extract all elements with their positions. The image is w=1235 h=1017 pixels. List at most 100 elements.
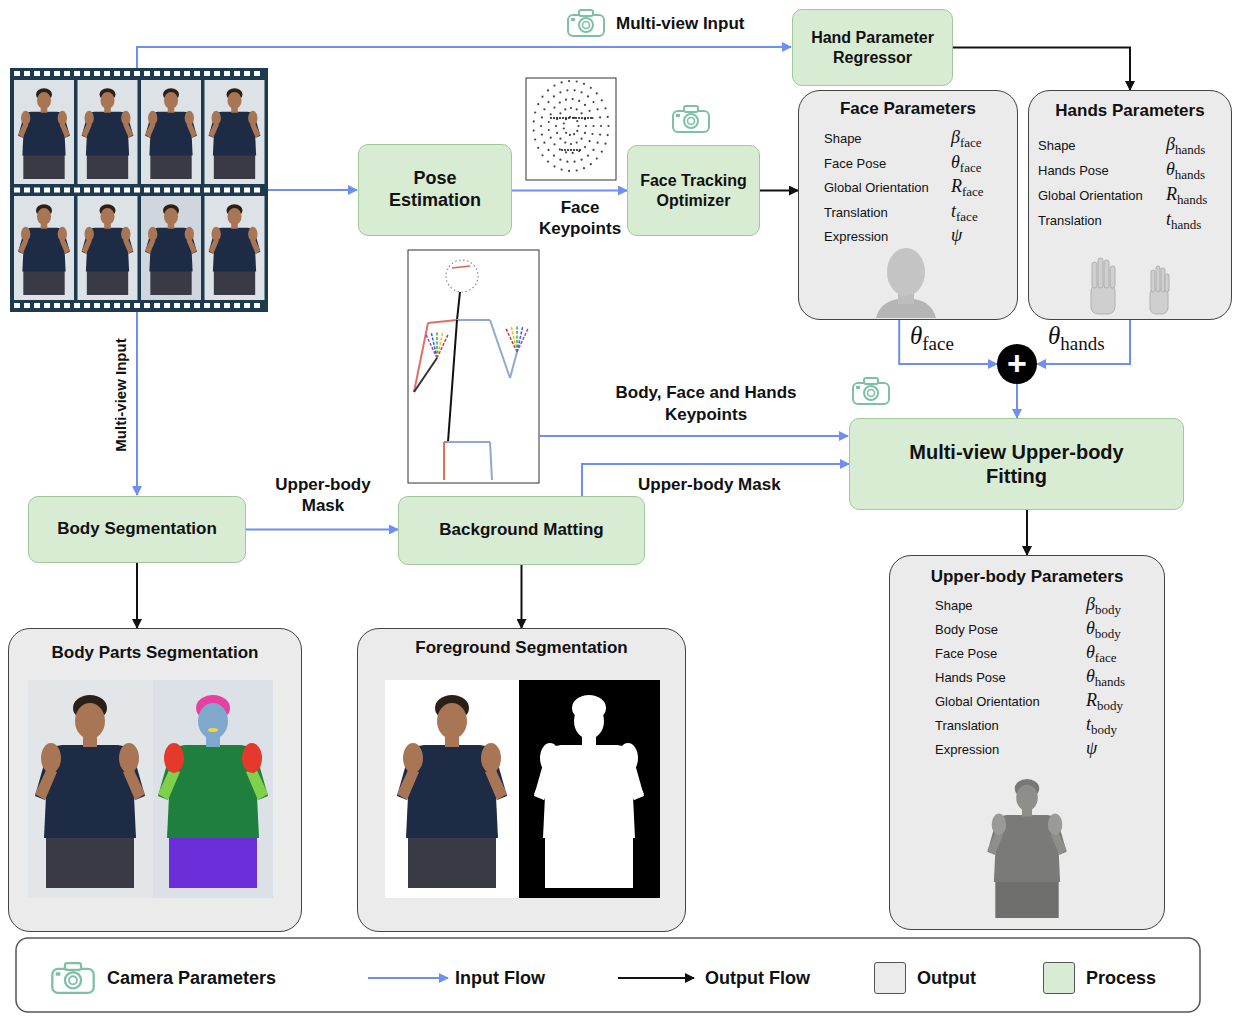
math-base: θ xyxy=(1048,322,1060,349)
output-box: Body Parts Segmentation xyxy=(8,628,302,932)
mesh-dot xyxy=(607,116,609,118)
skeleton-arm-l xyxy=(490,320,510,378)
film-hole xyxy=(204,188,210,193)
person-head xyxy=(574,703,604,739)
mesh-dot xyxy=(561,81,563,83)
person-palm xyxy=(41,743,61,773)
film-hole xyxy=(184,303,190,308)
person-palm xyxy=(992,814,1006,836)
math-label: θface xyxy=(910,322,954,355)
flow-arrow xyxy=(953,48,1130,91)
person-figure xyxy=(534,695,644,888)
mesh-dot xyxy=(569,116,571,118)
film-hole xyxy=(24,188,30,193)
mesh-dot xyxy=(581,159,583,161)
person-figure xyxy=(35,695,145,888)
mesh-dot xyxy=(541,96,543,98)
param-name: Face Pose xyxy=(935,645,997,663)
film-hole xyxy=(14,71,20,76)
symbol-base: β xyxy=(951,127,960,147)
mesh-dot xyxy=(597,108,599,110)
person-palm xyxy=(1048,814,1062,836)
film-hole xyxy=(104,303,110,308)
input-flow-line xyxy=(268,189,357,191)
person-head xyxy=(100,208,114,225)
person-palm xyxy=(211,227,220,241)
person-pants xyxy=(545,836,633,888)
symbol-subscript: face xyxy=(962,184,984,199)
film-hole xyxy=(104,71,110,76)
person-palm xyxy=(148,227,157,241)
mesh-dot xyxy=(578,100,580,102)
person-pants xyxy=(23,155,64,179)
mesh-dot xyxy=(597,142,599,144)
skeleton-finger xyxy=(516,326,518,352)
film-hole xyxy=(54,303,60,308)
film-hole xyxy=(244,188,250,193)
mesh-dot xyxy=(590,163,592,165)
skeleton-finger xyxy=(436,332,438,358)
mesh-dot xyxy=(555,125,557,127)
flow-label: Body, Face and Hands Keypoints xyxy=(588,382,824,426)
mesh-dot xyxy=(592,149,594,151)
skeleton-finger xyxy=(426,335,437,359)
film-hole xyxy=(74,188,80,193)
mesh-dot xyxy=(541,116,543,118)
mesh-dot xyxy=(574,161,576,163)
person-palm xyxy=(121,227,130,241)
camera-icon xyxy=(568,10,604,36)
person-mouth xyxy=(208,728,218,732)
process-label: Background Matting xyxy=(439,520,603,541)
person-palm xyxy=(148,111,157,125)
mesh-dot xyxy=(578,117,580,119)
symbol-subscript: hands xyxy=(1175,167,1205,182)
person-figure xyxy=(209,88,261,179)
mesh-dot xyxy=(553,143,555,145)
mesh-dot xyxy=(559,112,561,114)
skeleton-finger xyxy=(517,327,523,352)
person-head xyxy=(437,703,467,739)
mesh-dot xyxy=(576,169,578,171)
person-head xyxy=(227,92,241,109)
process-box: Background Matting xyxy=(398,496,645,565)
param-name: Body Pose xyxy=(935,621,998,639)
mesh-dot xyxy=(572,152,574,154)
skeleton-finger xyxy=(517,329,528,353)
person-forearm xyxy=(158,768,180,800)
camera-icon xyxy=(52,963,93,993)
film-hole xyxy=(234,303,240,308)
symbol-base: R xyxy=(1086,690,1097,710)
mesh-dot xyxy=(600,125,602,127)
mesh-dot xyxy=(541,134,543,136)
person-palm xyxy=(21,227,30,241)
mesh-dot xyxy=(576,108,578,110)
mesh-dot xyxy=(550,117,552,119)
film-frame xyxy=(205,80,265,184)
symbol-subscript: body xyxy=(1095,602,1121,617)
mesh-dot xyxy=(566,161,568,163)
mesh-dot xyxy=(537,103,539,105)
person-palm xyxy=(618,743,638,773)
mesh-dot xyxy=(579,149,581,151)
flow-arrow xyxy=(1026,510,1028,555)
person-figure xyxy=(987,779,1066,918)
film-frame xyxy=(78,80,138,184)
film-frame xyxy=(141,80,201,184)
person-forearm xyxy=(987,832,1003,855)
person-pants xyxy=(87,155,128,179)
film-hole xyxy=(104,188,110,193)
mesh-dot xyxy=(534,138,536,140)
film-hole xyxy=(94,188,100,193)
output-heading: Foreground Segmentation xyxy=(358,638,685,658)
input-flow-line xyxy=(136,312,138,495)
mesh-dot xyxy=(581,112,583,114)
film-hole xyxy=(224,188,230,193)
person-forearm xyxy=(1051,832,1067,855)
film-hole xyxy=(224,303,230,308)
mesh-dot xyxy=(547,89,549,91)
bust-head xyxy=(887,248,925,296)
film-hole xyxy=(64,188,70,193)
mesh-dot xyxy=(559,159,561,161)
skeleton-leg-l xyxy=(490,442,492,480)
film-hole xyxy=(224,71,230,76)
